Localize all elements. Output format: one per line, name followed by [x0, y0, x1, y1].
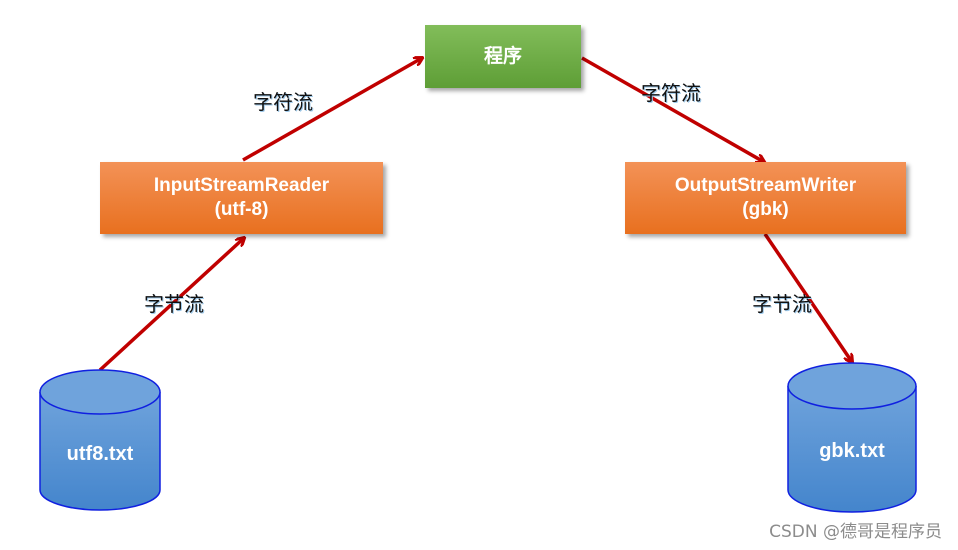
arrow-writer-to-file [763, 233, 852, 362]
output-stream-writer-node: OutputStreamWriter (gbk) [625, 162, 906, 234]
reader-charset-label: (utf-8) [214, 199, 269, 220]
input-stream-reader-node: InputStreamReader (utf-8) [100, 162, 383, 234]
program-node: 程序 [425, 25, 581, 88]
edge-label-char-stream-in: 字符流 [253, 90, 313, 114]
arrow-program-to-writer [581, 56, 764, 162]
target-file-cylinder [787, 362, 917, 513]
target-file-label: gbk.txt [819, 440, 885, 462]
edge-label-byte-stream-out: 字节流 [752, 292, 812, 316]
arrow-file-to-reader [98, 238, 244, 372]
reader-class-label: InputStreamReader [153, 175, 330, 196]
source-file-label: utf8.txt [66, 443, 134, 465]
edge-label-char-stream-out: 字符流 [641, 81, 701, 105]
edge-label-byte-stream-in: 字节流 [144, 292, 204, 316]
writer-class-label: OutputStreamWriter [674, 175, 857, 196]
writer-charset-label: (gbk) [742, 199, 789, 220]
program-label: 程序 [483, 45, 522, 67]
arrow-reader-to-program [242, 58, 422, 162]
watermark: CSDN @德哥是程序员 [769, 522, 942, 542]
source-file-cylinder [39, 369, 161, 511]
